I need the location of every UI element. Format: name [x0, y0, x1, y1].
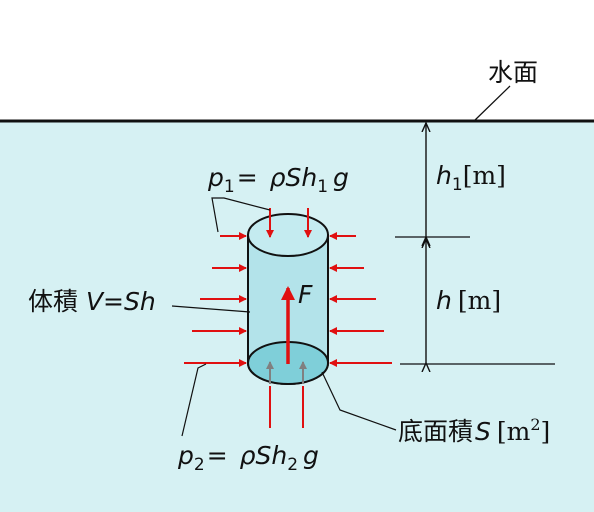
h-label: h[m]	[436, 286, 501, 315]
water-surface-leader	[473, 85, 511, 122]
base-area-leader	[321, 371, 397, 431]
water-surface-label: 水面	[488, 58, 538, 87]
volume-leader	[171, 305, 251, 313]
volume-label: 体積 V=Sh	[28, 287, 156, 316]
force-label: F	[298, 280, 313, 309]
cylinder-top	[247, 213, 329, 257]
base-area-label: 底面積S[m2]	[398, 415, 550, 446]
p1-leader	[211, 197, 271, 233]
p2-leader	[181, 363, 207, 437]
h1-label: h1[m]	[436, 161, 506, 195]
